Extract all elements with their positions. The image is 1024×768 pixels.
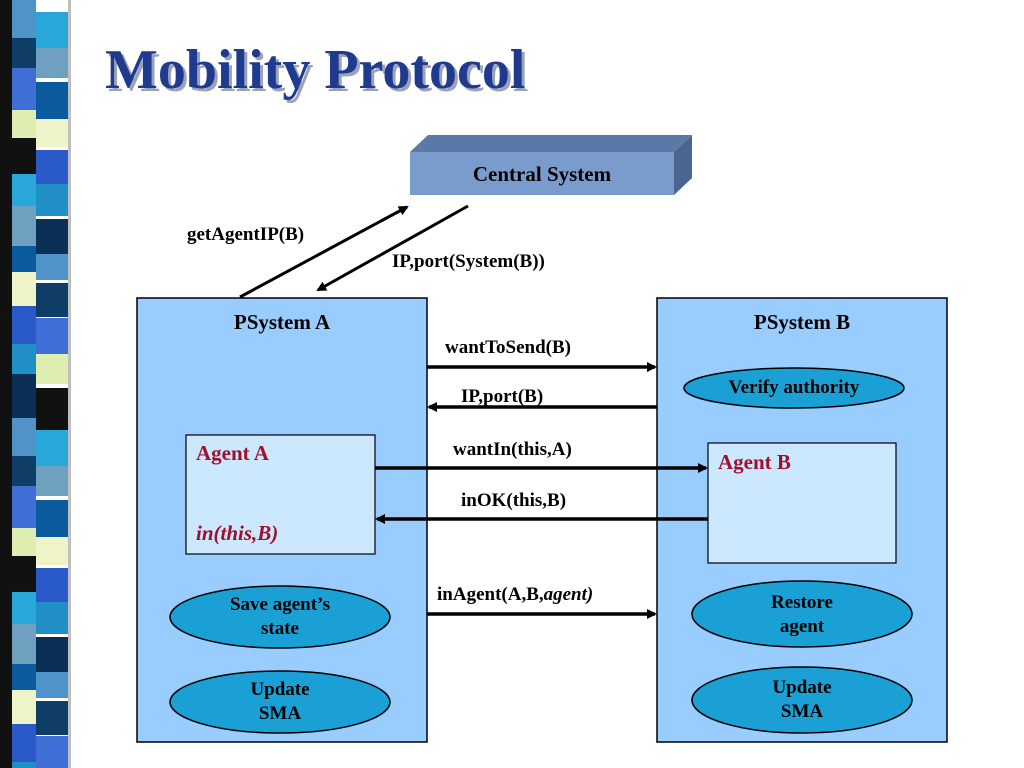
msg-ip-port: IP,port(B) bbox=[461, 386, 544, 407]
msg-get-agent-ip: getAgentIP(B) bbox=[187, 224, 305, 245]
restore-agent-label: Restore agent bbox=[771, 592, 833, 637]
central-system-label: Central System bbox=[472, 162, 612, 186]
arrow-ip-port-system bbox=[316, 204, 469, 292]
msg-want-to-send: wantToSend(B) bbox=[445, 337, 572, 358]
update-sma-b-label: Update SMA bbox=[772, 677, 832, 722]
oval-verify-authority bbox=[683, 367, 905, 409]
msg-in-agent-italic: agent) bbox=[543, 584, 594, 605]
oval-update-sma-b bbox=[691, 666, 913, 734]
msg-ip-port-system: IP,port(System(B)) bbox=[392, 251, 545, 272]
agent-a-call: in(this,B) bbox=[196, 521, 279, 545]
oval-update-sma-a bbox=[169, 670, 391, 734]
agent-b-box bbox=[707, 442, 897, 564]
agent-a-title: Agent A bbox=[196, 441, 269, 465]
central-system-box bbox=[410, 135, 692, 195]
msg-in-agent-prefix: inAgent(A,B, bbox=[437, 584, 544, 605]
arrow-get-agent-ip bbox=[239, 205, 409, 299]
update-sma-a-label: Update SMA bbox=[250, 679, 310, 724]
agent-a-box bbox=[185, 434, 376, 555]
slide-title: Mobility Protocol bbox=[105, 39, 526, 101]
agent-b-title: Agent B bbox=[718, 450, 791, 474]
msg-in-ok: inOK(this,B) bbox=[461, 490, 567, 511]
psystem-a-label: PSystem A bbox=[233, 310, 331, 334]
psystem-b-label: PSystem B bbox=[753, 310, 851, 334]
oval-save-agent-state bbox=[169, 585, 391, 649]
save-agent-state-label: Save agent’s state bbox=[229, 594, 331, 639]
verify-authority-label: Verify authority bbox=[728, 377, 860, 398]
msg-in-agent: inAgent(A,B,agent) bbox=[437, 584, 593, 606]
decorative-stripe bbox=[0, 0, 80, 768]
oval-restore-agent bbox=[691, 580, 913, 648]
msg-want-in: wantIn(this,A) bbox=[453, 439, 572, 460]
